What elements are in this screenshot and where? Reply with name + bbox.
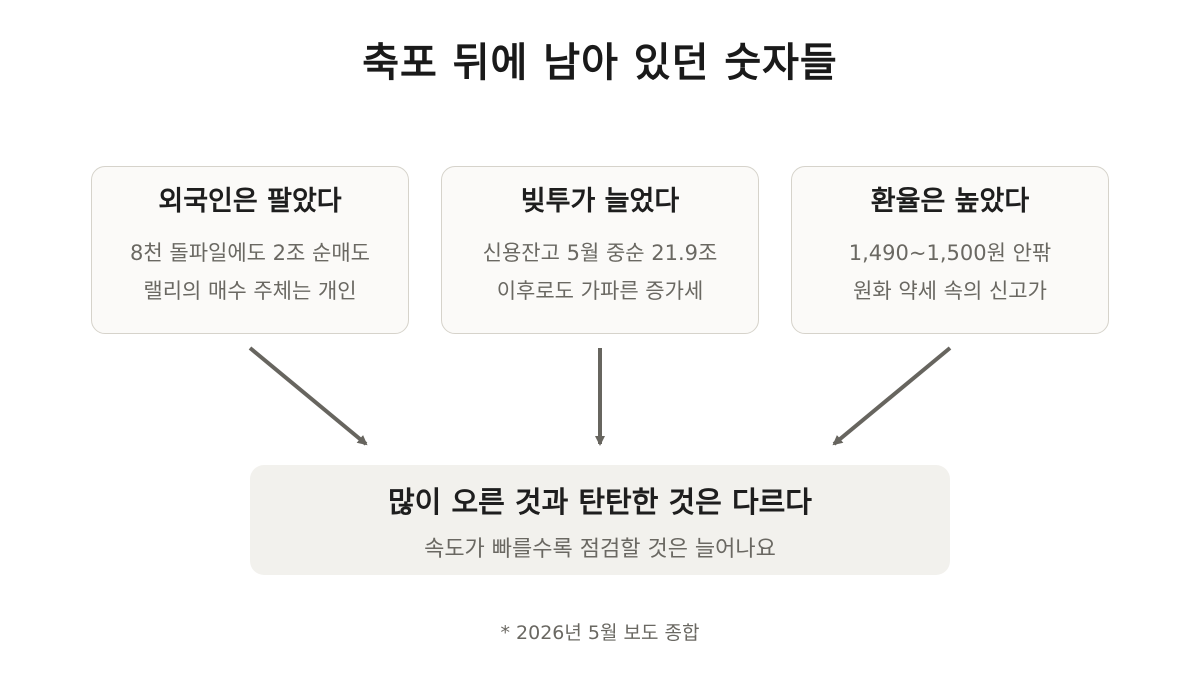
card-line: 랠리의 매수 주체는 개인 [143, 279, 357, 303]
card-margin-debt: 빚투가 늘었다 신용잔고 5월 중순 21.9조 이후로도 가파른 증가세 [441, 166, 759, 334]
conclusion-subtitle: 속도가 빠를수록 점검할 것은 늘어나요 [424, 537, 776, 562]
card-line: 신용잔고 5월 중순 21.9조 [482, 241, 718, 265]
footnote: * 2026년 5월 보도 종합 [500, 622, 700, 644]
card-line: 1,490~1,500원 안팎 [848, 241, 1052, 265]
diagram-title: 축포 뒤에 남아 있던 숫자들 [362, 40, 838, 86]
conclusion-box: 많이 오른 것과 탄탄한 것은 다르다 속도가 빠를수록 점검할 것은 늘어나요 [250, 465, 950, 575]
arrow-left [248, 346, 368, 446]
card-exchange-rate: 환율은 높았다 1,490~1,500원 안팎 원화 약세 속의 신고가 [791, 166, 1109, 334]
arrow-right [832, 346, 952, 446]
card-title: 환율은 높았다 [870, 186, 1030, 217]
card-title: 빚투가 늘었다 [520, 186, 680, 217]
card-foreign-investors: 외국인은 팔았다 8천 돌파일에도 2조 순매도 랠리의 매수 주체는 개인 [91, 166, 409, 334]
card-line: 원화 약세 속의 신고가 [853, 279, 1047, 303]
card-title: 외국인은 팔았다 [158, 186, 342, 217]
card-line: 8천 돌파일에도 2조 순매도 [130, 241, 370, 265]
conclusion-title: 많이 오른 것과 탄탄한 것은 다르다 [387, 485, 812, 519]
card-line: 이후로도 가파른 증가세 [496, 279, 704, 303]
